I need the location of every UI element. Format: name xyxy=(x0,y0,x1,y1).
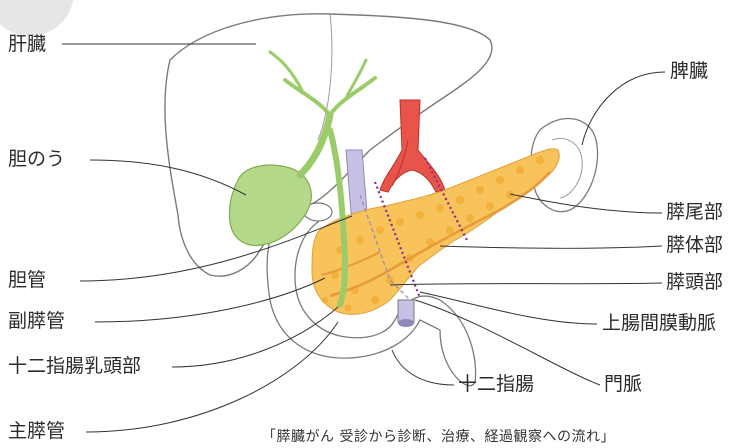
decorative-circle xyxy=(0,0,74,36)
label-accessory-pancreatic-duct: 副膵管 xyxy=(8,312,65,331)
leader-body xyxy=(440,246,662,248)
leader-head xyxy=(390,283,662,285)
label-spleen: 脾臓 xyxy=(670,62,708,81)
label-gallbladder: 胆のう xyxy=(8,150,65,169)
label-pancreatic-tail: 膵尾部 xyxy=(666,203,723,222)
label-pancreatic-body: 膵体部 xyxy=(666,236,723,255)
label-portal-vein: 門脈 xyxy=(604,375,642,394)
label-pancreatic-head: 膵頭部 xyxy=(666,273,723,292)
figure-caption: 「膵臓がん 受診から診断、治療、経過観察への流れ」 xyxy=(262,426,615,446)
label-superior-mesenteric-artery: 上腸間膜動脈 xyxy=(602,314,716,333)
label-duodenum: 十二指腸 xyxy=(458,375,534,394)
superior-mesenteric-vessel xyxy=(398,300,414,322)
label-major-duodenal-papilla: 十二指腸乳頭部 xyxy=(8,357,141,376)
leader-tail xyxy=(510,194,662,213)
vessel-opening xyxy=(398,319,414,327)
label-main-pancreatic-duct: 主膵管 xyxy=(8,422,65,441)
label-liver: 肝臓 xyxy=(8,35,46,54)
label-bile-duct: 胆管 xyxy=(8,271,46,290)
